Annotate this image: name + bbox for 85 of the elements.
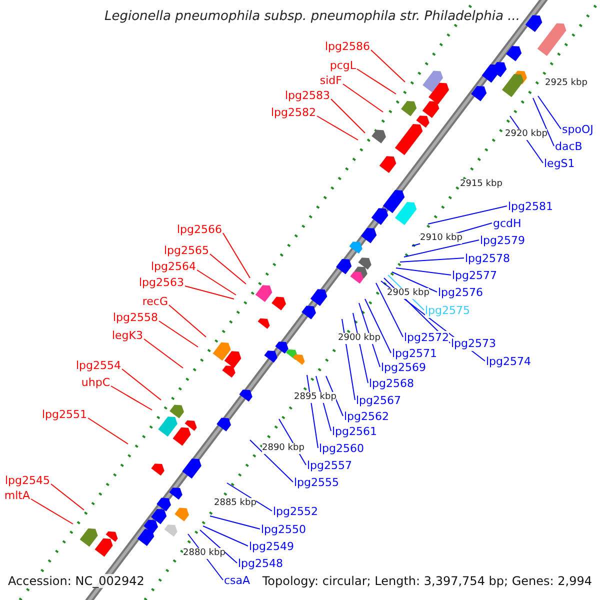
gene-label: lpg2563 xyxy=(138,276,184,290)
scale-label: 2895 kbp xyxy=(294,392,336,403)
leader-line xyxy=(184,286,234,300)
gene-label: lpg2578 xyxy=(465,252,510,266)
gene-label: lpg2566 xyxy=(176,223,222,237)
gene-label: lpg2577 xyxy=(452,269,498,283)
leader-line xyxy=(222,232,250,278)
gene-label: uhpC xyxy=(81,376,110,390)
leader-line xyxy=(168,304,206,338)
gene-label: gcdH xyxy=(493,217,522,231)
leader-line xyxy=(538,96,562,130)
gene-label: lpg2581 xyxy=(508,200,554,214)
leader-line xyxy=(316,116,358,140)
scale-label: 2900 kbp xyxy=(338,333,380,344)
leader-line xyxy=(250,440,294,482)
leader-line xyxy=(122,368,162,400)
gene-label: lpg2582 xyxy=(270,106,316,120)
leader-line xyxy=(404,240,480,258)
leader-line xyxy=(396,268,452,276)
scale-label: 2880 kbp xyxy=(183,548,226,559)
leader-line xyxy=(364,298,392,354)
gene-label: lpg2561 xyxy=(332,425,378,439)
leader-line xyxy=(428,206,508,224)
gene-label: lpg2564 xyxy=(150,260,196,274)
leader-line xyxy=(210,254,246,284)
gene-label: pcgL xyxy=(330,59,356,73)
leader-line xyxy=(226,482,272,512)
gene-label: lpg2568 xyxy=(369,377,414,391)
gene-label: lpg2551 xyxy=(42,408,87,422)
leader-line xyxy=(202,526,248,546)
leader-line xyxy=(50,484,84,510)
gene-label: lpg2549 xyxy=(249,540,294,554)
gene-label: lpg2557 xyxy=(307,459,352,473)
accession-label: Accession: NC_002942 xyxy=(8,574,144,588)
gene-label: lpg2574 xyxy=(486,355,532,369)
gene-label: lpg2583 xyxy=(284,89,330,103)
scale-label: 2885 kbp xyxy=(214,498,256,509)
gene-label: lpg2558 xyxy=(112,311,158,325)
gene-label: lpg2569 xyxy=(381,361,426,375)
gene-label: lpg2586 xyxy=(324,40,370,54)
leader-line xyxy=(400,258,464,262)
leader-line xyxy=(370,50,406,82)
genome-summary: Topology: circular; Length: 3,397,754 bp; Genes: 2,994 xyxy=(262,574,592,588)
gene-label: lpg2554 xyxy=(76,359,121,373)
leader-line xyxy=(144,338,184,368)
gene-label: lpg2545 xyxy=(4,474,50,488)
gene-label: lpg2552 xyxy=(273,505,318,519)
map-title: Legionella pneumophila subsp. pneumophila str. Philadelphia ... xyxy=(104,10,520,24)
leader-line xyxy=(330,98,366,134)
leader-line xyxy=(376,282,404,338)
leader-line xyxy=(342,318,356,400)
scale-label: 2915 kbp xyxy=(460,179,502,190)
gene-label: spoOJ xyxy=(562,123,594,137)
leader-line xyxy=(110,386,152,410)
gene-label: lpg2555 xyxy=(294,476,340,490)
gene-label: lpg2550 xyxy=(261,523,306,537)
leader-line xyxy=(88,418,128,444)
gene-label: lpg2567 xyxy=(356,394,402,408)
gene-label: lpg2575 xyxy=(425,304,470,318)
leader-line xyxy=(392,272,438,292)
gene-label: lpg2571 xyxy=(392,347,438,361)
gene-label: lpg2576 xyxy=(438,286,484,300)
gene-label: lpg2548 xyxy=(238,557,284,571)
leader-line xyxy=(356,68,396,94)
leader-line xyxy=(532,98,554,146)
leader-line xyxy=(326,376,344,416)
gene-label: lpg2562 xyxy=(344,410,390,424)
gene-label: lpg2573 xyxy=(451,337,496,351)
gene-label: lpg2572 xyxy=(404,331,450,345)
scale-label: 2920 kbp xyxy=(505,129,548,140)
scale-label: 2905 kbp xyxy=(387,288,430,299)
scale-label: 2890 kbp xyxy=(262,443,304,454)
leader-line xyxy=(342,84,384,112)
leader-line xyxy=(30,498,74,524)
gene-label: legS1 xyxy=(544,157,575,171)
leader-line xyxy=(200,530,238,564)
gene-label: legK3 xyxy=(112,329,143,343)
leader-line xyxy=(210,516,260,530)
leader-line xyxy=(158,320,198,348)
gene-label: lpg2560 xyxy=(319,442,364,456)
leader-line xyxy=(196,270,236,296)
gene-label: lpg2565 xyxy=(164,244,209,258)
scale-label: 2925 kbp xyxy=(545,78,588,89)
scale-label: 2910 kbp xyxy=(420,233,462,244)
gene-label: lpg2579 xyxy=(480,234,526,248)
